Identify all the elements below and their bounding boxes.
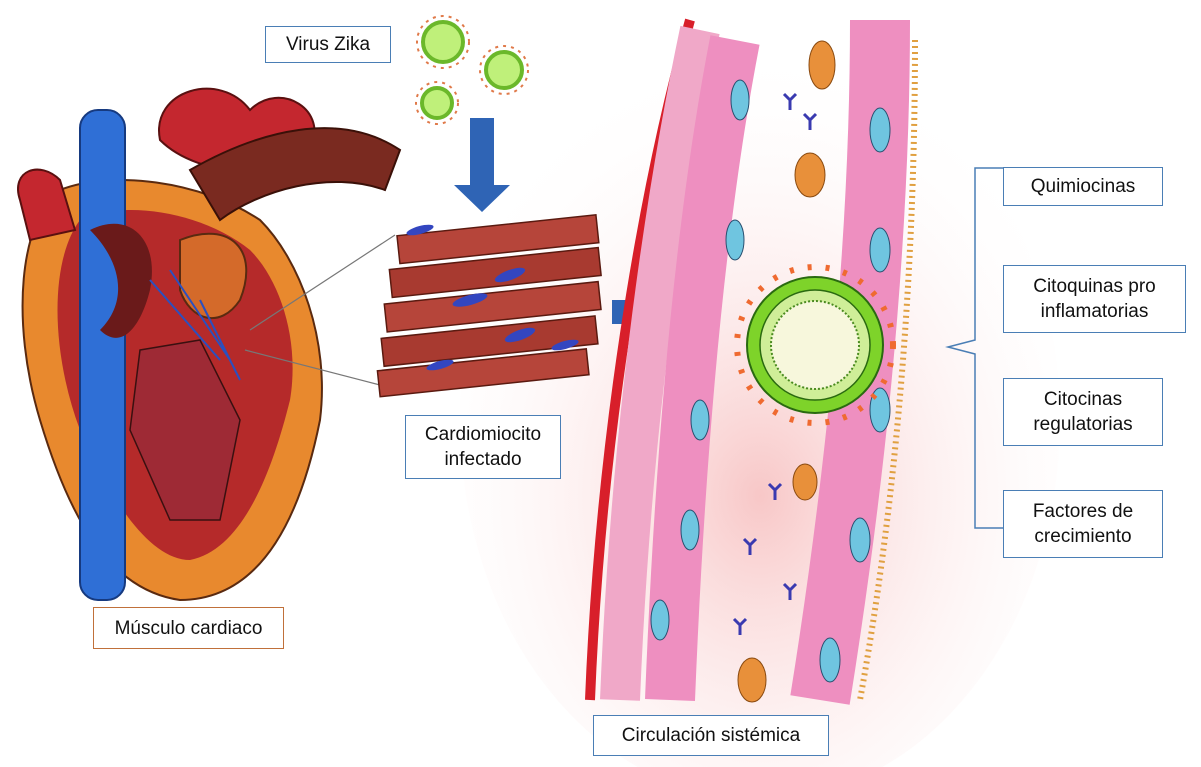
- mediator-growth-factors: Factores de crecimiento: [1003, 490, 1163, 558]
- circulation-label-text: Circulación sistémica: [621, 725, 801, 746]
- down-arrow-icon: [454, 118, 510, 212]
- mediator-proinflammatory-cytokines: Citoquinas pro inflamatorias: [1003, 265, 1186, 333]
- zika-virus-large: [734, 264, 896, 426]
- heart-muscle-label-text: Músculo cardiaco: [114, 617, 263, 639]
- mediators-bracket: [945, 167, 1003, 529]
- zoom-line-top: [249, 234, 396, 331]
- mediator-text: Citoquinas pro: [1033, 276, 1156, 297]
- heart-illustration: [17, 87, 402, 602]
- virus-label-text: Virus Zika: [285, 34, 371, 55]
- endothelial-nuclei: [650, 79, 891, 683]
- mediator-text: regulatorias: [1033, 414, 1133, 435]
- immune-cells: [737, 40, 836, 703]
- mediator-text: Quimiocinas: [1030, 176, 1136, 197]
- cardiomyocyte-label-line1: Cardiomiocito: [424, 424, 542, 445]
- heart-muscle-label: Músculo cardiaco: [93, 607, 284, 649]
- mediator-text: inflamatorias: [1040, 301, 1149, 322]
- mediator-text: crecimiento: [1034, 526, 1132, 547]
- mediator-chemokines: Quimiocinas: [1003, 167, 1163, 206]
- circulation-label: Circulación sistémica: [593, 715, 829, 756]
- mediator-regulatory-cytokines: Citocinas regulatorias: [1003, 378, 1163, 446]
- antibodies: [732, 92, 818, 635]
- cardiomyocyte-label: Cardiomiocito infectado: [405, 415, 561, 479]
- infected-cells: [406, 224, 579, 371]
- mediator-text: Citocinas: [1043, 389, 1123, 410]
- zika-virus-particles: [420, 20, 524, 120]
- virus-label: Virus Zika: [265, 26, 391, 63]
- zoom-line-bottom: [244, 349, 381, 386]
- mediator-text: Factores de: [1032, 501, 1134, 522]
- cardiomyocyte-label-line2: infectado: [444, 449, 522, 470]
- cardiomyocyte-tissue: [376, 214, 602, 398]
